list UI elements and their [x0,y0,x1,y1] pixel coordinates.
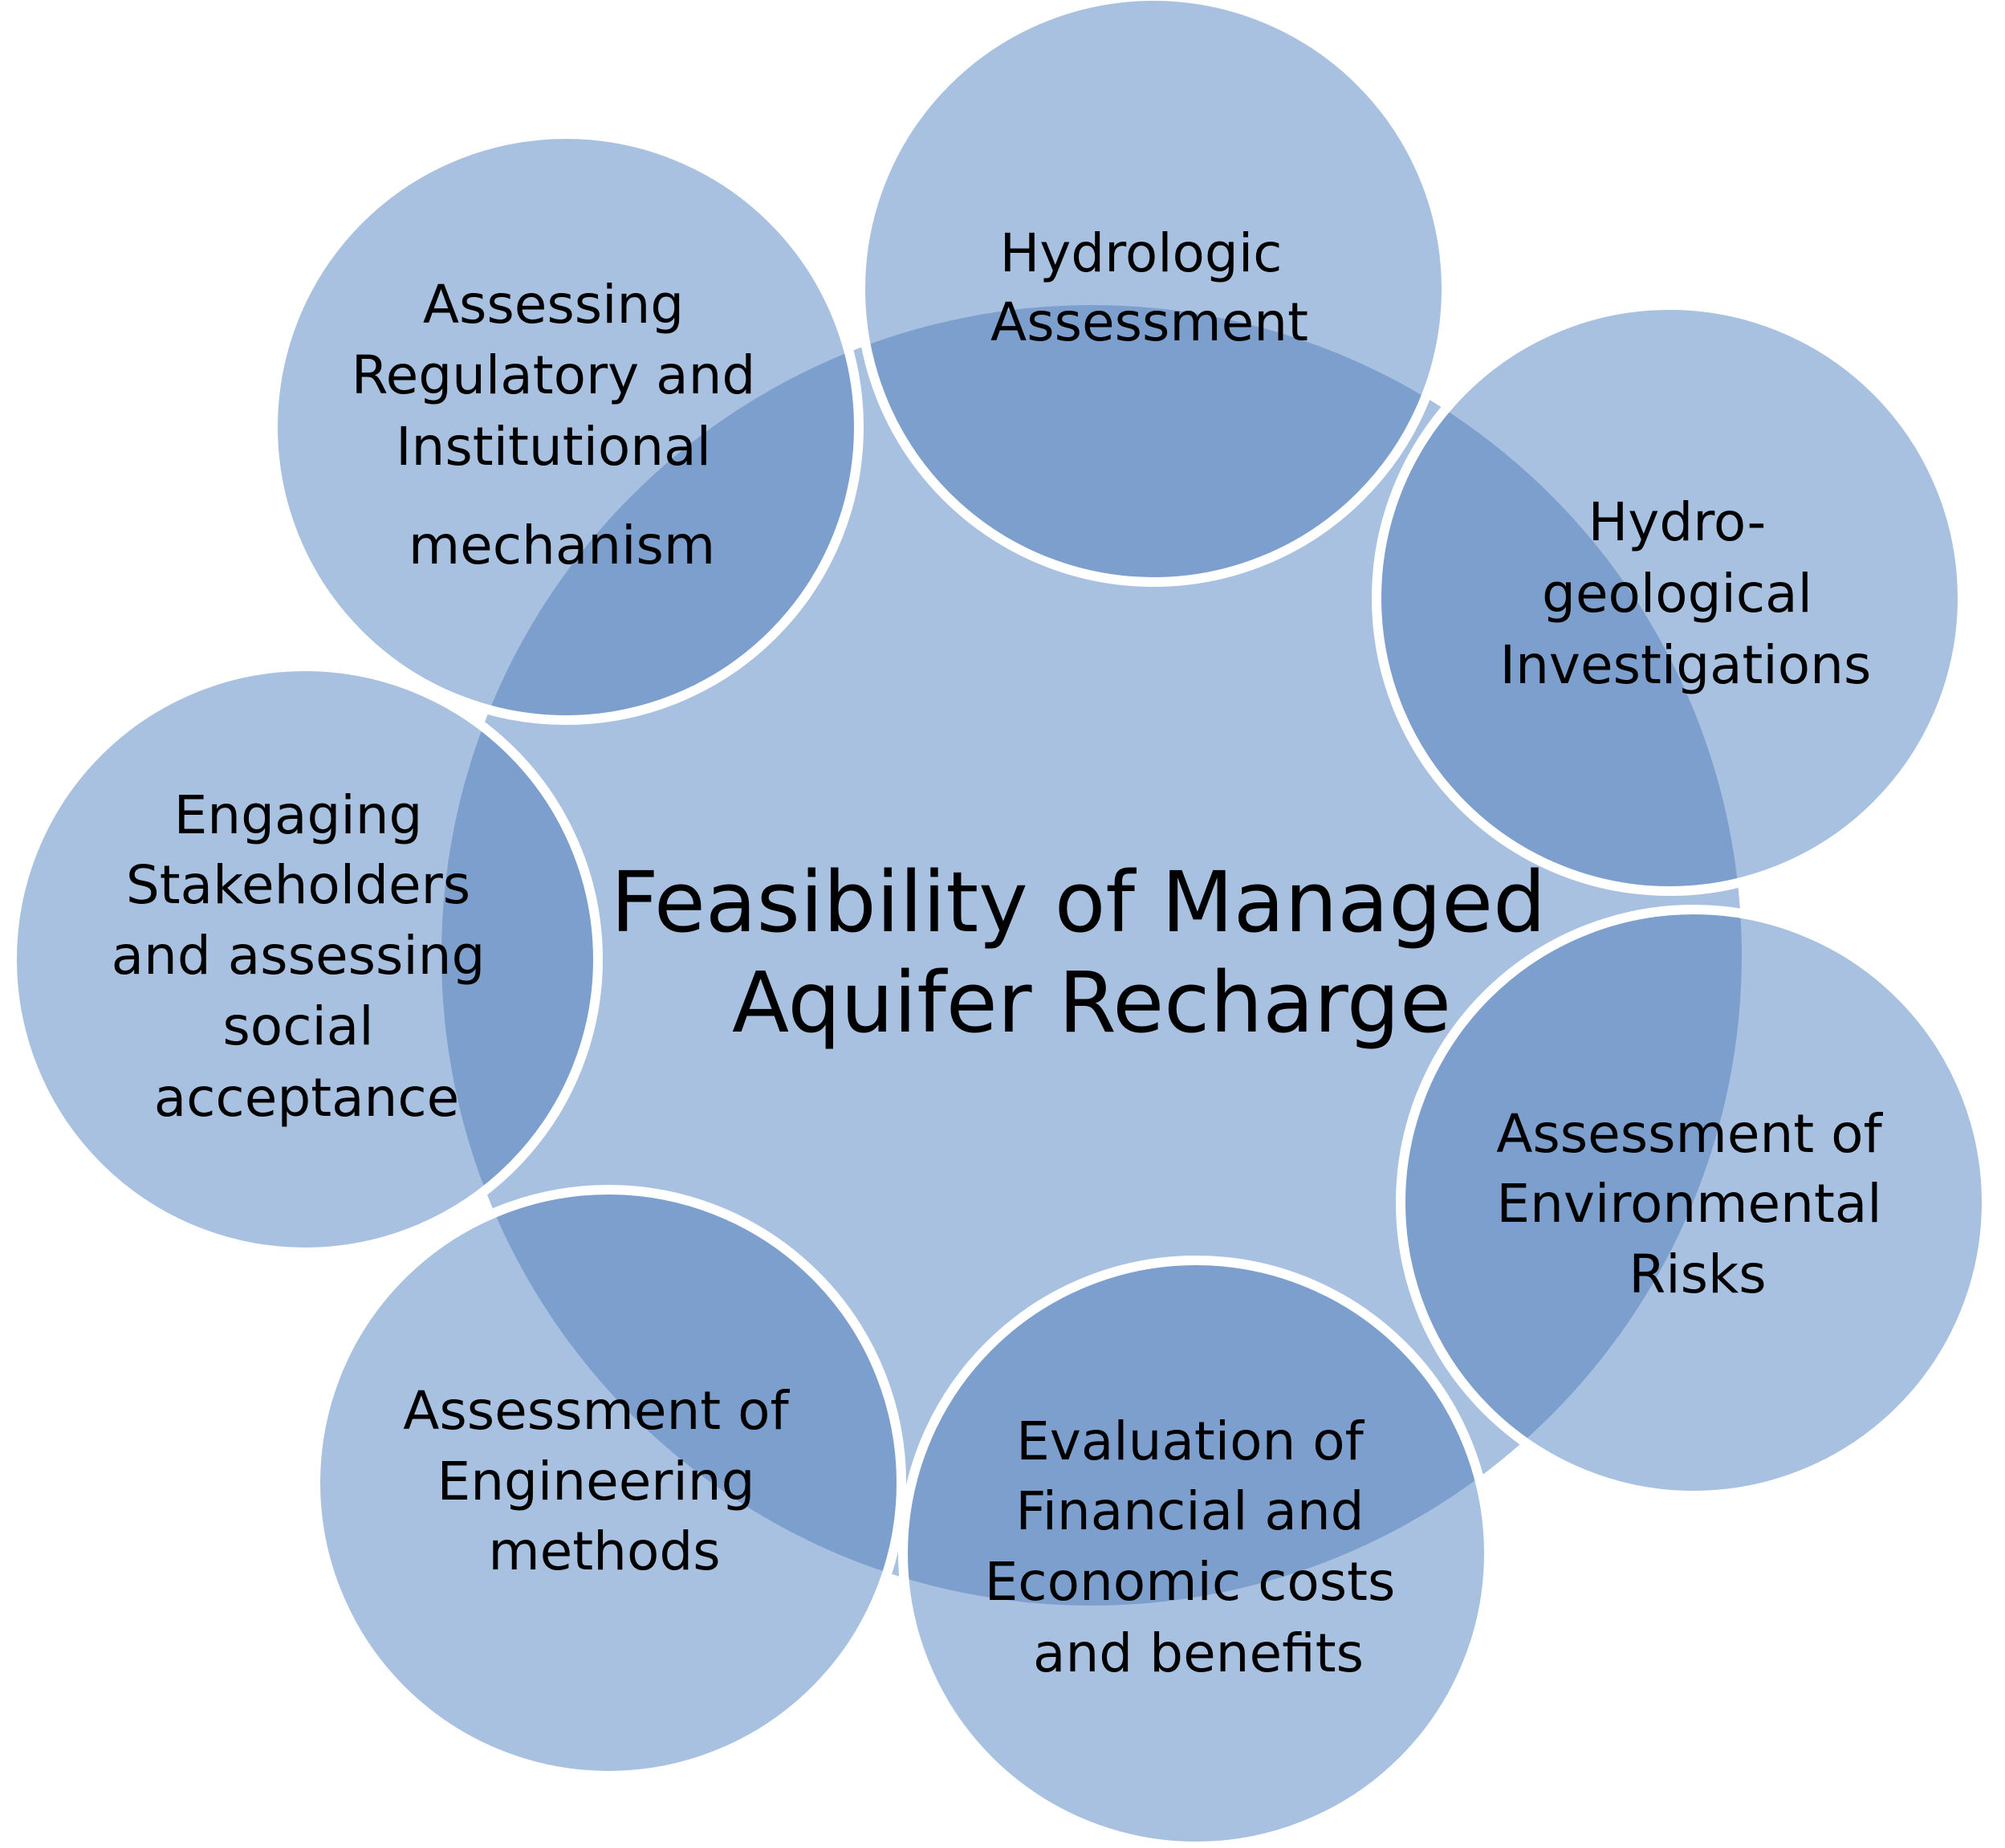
node-label-line: mechanism [409,515,715,576]
node-outlines [7,0,1991,1848]
node-label-line: acceptance [154,1067,460,1129]
node-label-line: Assessment of [403,1380,790,1442]
outline-engineering [311,1185,906,1781]
node-label-line: Stakeholders [126,854,470,916]
center-title: Feasibility of Managed Aquifer Recharge [611,853,1573,1052]
node-label-environmental: Assessment of Environmental Risks [1496,1103,1898,1305]
outline-environmental [1396,905,1991,1500]
outline-stakeholders [7,661,603,1257]
node-label-line: Assessment of [1496,1103,1883,1165]
node-label-line: social [222,995,373,1057]
node-label-line: and benefits [1033,1622,1364,1684]
node-label-line: Environmental [1496,1173,1881,1235]
node-label-hydrogeological: Hydro- geological Investigations [1500,491,1872,696]
node-label-regulatory: Assessing Regulatory and Institutional m… [352,274,773,576]
node-label-line: Economic costs [985,1551,1396,1613]
node-label-line: Investigations [1500,634,1872,696]
node-label-stakeholders: Engaging Stakeholders and assessing soci… [112,784,502,1129]
node-label-line: Regulatory and [352,344,756,406]
node-label-line: Risks [1629,1244,1766,1305]
outline-hydrogeological [1372,300,1967,896]
outline-hydrologic [856,0,1451,587]
node-label-line: Hydrologic [1000,222,1283,284]
node-label-hydrologic: Hydrologic Assessment [990,222,1308,353]
node-label-line: Institutional [396,416,711,478]
overlap-financial [903,1260,1489,1606]
node-label-financial: Evaluation of Financial and Economic cos… [985,1410,1413,1684]
center-title-line-1: Feasibility of Managed [611,853,1546,951]
node-label-line: Financial and [1015,1480,1364,1542]
outline-financial [898,1256,1494,1848]
node-label-engineering: Assessment of Engineering methods [403,1380,805,1582]
node-label-line: Hydro- [1588,491,1767,553]
node-label-line: Assessing [423,274,684,336]
outline-regulatory [268,129,864,725]
center-title-line-2: Aquifer Recharge [732,954,1451,1052]
node-label-line: and assessing [112,925,486,987]
node-label-line: methods [488,1520,720,1582]
overlap-hydrologic [860,305,1446,582]
node-label-line: Assessment [990,291,1308,353]
node-circle-stakeholders [12,666,598,1252]
node-label-line: Engineering [437,1451,755,1512]
node-label-line: Engaging [174,784,423,846]
node-label-line: Evaluation of [1016,1410,1365,1472]
node-label-line: geological [1542,563,1812,625]
